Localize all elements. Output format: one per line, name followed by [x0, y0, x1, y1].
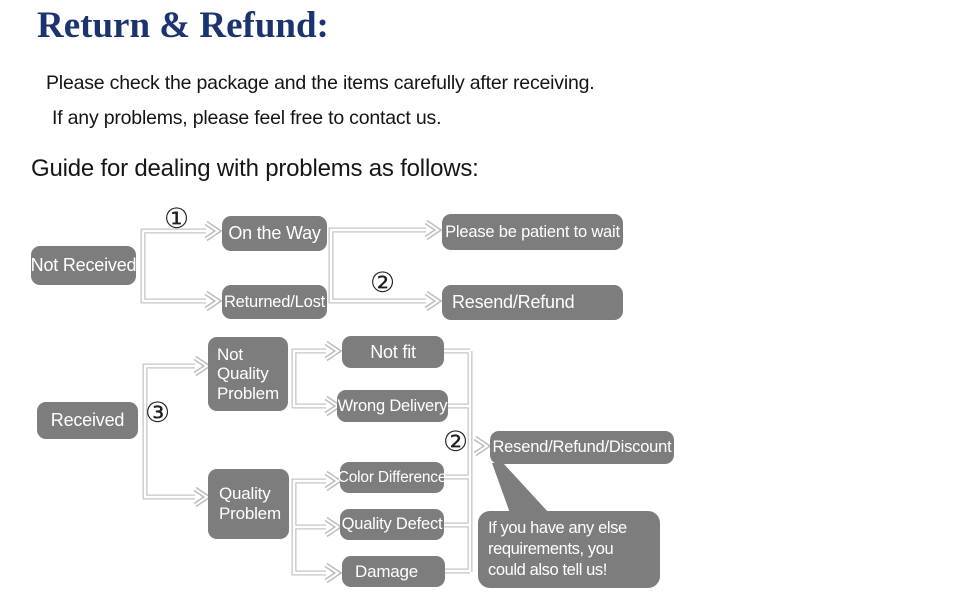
flow-node-please-be-patient: Please be patient to wait [442, 214, 623, 250]
flow-node-on-the-way: On the Way [222, 216, 327, 251]
step-marker-3: ③ [145, 396, 171, 429]
flow-node-quality-problem: Quality Problem [208, 469, 289, 539]
flow-node-returned-lost: Returned/Lost [222, 285, 327, 319]
flow-node-resend-refund: Resend/Refund [442, 285, 623, 320]
flow-node-color-difference: Color Difference [338, 462, 446, 493]
flow-node-damage: Damage [342, 556, 445, 587]
step-marker-2-bottom: ② [443, 425, 469, 458]
flow-node-resend-refund-discount: Resend/Refund/Discount [490, 431, 674, 464]
flow-node-not-received: Not Received [31, 246, 137, 285]
intro-line-1: Please check the package and the items c… [46, 72, 595, 94]
intro-line-2: If any problems, please feel free to con… [52, 107, 442, 129]
speech-bubble-tail [492, 463, 549, 513]
page-title: Return & Refund: [37, 5, 329, 46]
flow-node-wrong-delivery: Wrong Delivery [337, 390, 448, 422]
flow-node-not-fit: Not fit [342, 336, 444, 368]
speech-bubble-note: If you have any else requirements, you c… [478, 511, 660, 588]
guide-heading: Guide for dealing with problems as follo… [31, 155, 479, 182]
flow-node-received: Received [37, 402, 138, 439]
step-marker-1: ① [164, 202, 190, 235]
flow-node-quality-defect: Quality Defect [340, 509, 444, 540]
flow-node-not-quality-problem: Not Quality Problem [208, 337, 288, 411]
step-marker-2-top: ② [370, 266, 396, 299]
